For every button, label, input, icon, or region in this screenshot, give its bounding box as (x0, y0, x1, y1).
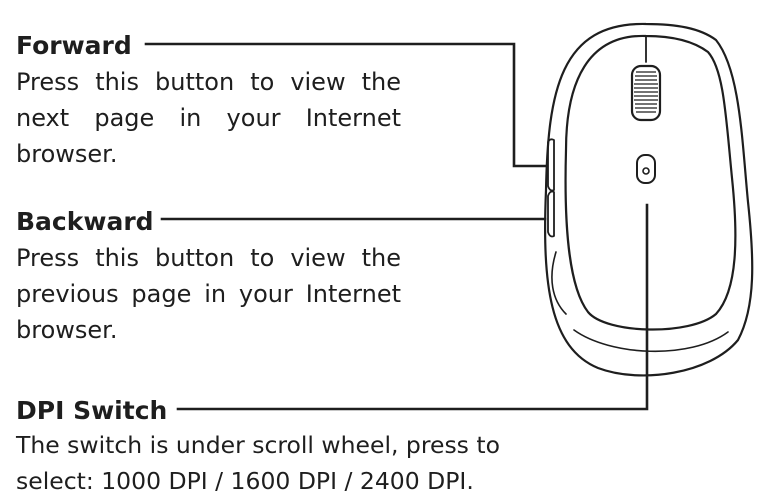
forward-title: Forward (16, 31, 132, 60)
mouse-top-shell (564, 34, 737, 331)
side-button-backward (547, 190, 555, 238)
lower-body-contour (573, 329, 729, 353)
forward-leader-line (144, 42, 547, 168)
dpi-switch-description-line-2: select: 1000 DPI / 1600 DPI / 2400 DPI. (16, 467, 474, 495)
dpi-switch-leader-line (176, 203, 649, 411)
dpi-switch-description: The switch is under scroll wheel, press … (16, 427, 576, 499)
backward-description: Press this button to view the previous p… (16, 244, 401, 344)
dpi-switch-description-line-1: The switch is under scroll wheel, press … (16, 431, 500, 459)
backward-title: Backward (16, 207, 154, 236)
scroll-wheel (630, 64, 662, 122)
forward-description: Press this button to view the next page … (16, 68, 401, 168)
side-grip-contour (551, 251, 567, 315)
scroll-wheel-ridges (634, 71, 658, 113)
dpi-switch-indicator-icon (642, 167, 650, 175)
dpi-switch-button (636, 154, 656, 184)
side-button-forward (547, 138, 555, 192)
dpi-switch-title: DPI Switch (16, 396, 168, 425)
